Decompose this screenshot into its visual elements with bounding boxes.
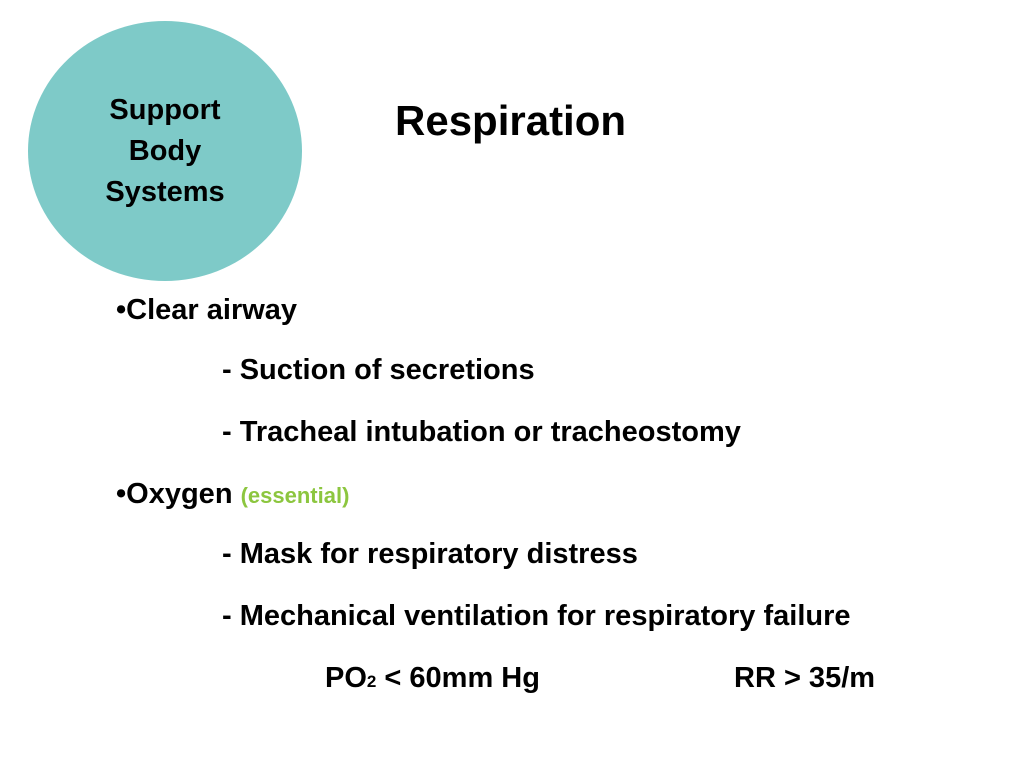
badge-line-2: Body bbox=[128, 134, 202, 167]
badge-line-3: Systems bbox=[105, 175, 225, 208]
bullet-marker: • bbox=[116, 478, 127, 510]
bullet-oxygen: •Oxygen (essential) bbox=[116, 476, 349, 514]
po2-label: PO bbox=[325, 662, 367, 694]
po2-criterion: PO2 < 60mm Hg bbox=[325, 660, 540, 700]
bullet-clear-airway: •Clear airway bbox=[116, 292, 297, 328]
badge-line-1: Support bbox=[109, 93, 221, 126]
sub-item-mechanical-ventilation: - Mechanical ventilation for respiratory… bbox=[222, 600, 851, 632]
sub-item-mask: - Mask for respiratory distress bbox=[222, 538, 638, 570]
sub-item-intubation: - Tracheal intubation or tracheostomy bbox=[222, 416, 741, 448]
bullet-text: Oxygen bbox=[126, 478, 233, 510]
sub-item-suction: - Suction of secretions bbox=[222, 354, 535, 386]
slide-title: Respiration bbox=[395, 97, 627, 144]
rr-criterion: RR > 35/m bbox=[734, 662, 876, 694]
po2-value: < 60mm Hg bbox=[376, 662, 540, 694]
bullet-text: Clear airway bbox=[126, 294, 298, 326]
essential-note: (essential) bbox=[240, 483, 350, 508]
bullet-marker: • bbox=[116, 294, 127, 326]
po2-subscript: 2 bbox=[366, 672, 377, 691]
section-badge: Support Body Systems bbox=[28, 21, 302, 281]
